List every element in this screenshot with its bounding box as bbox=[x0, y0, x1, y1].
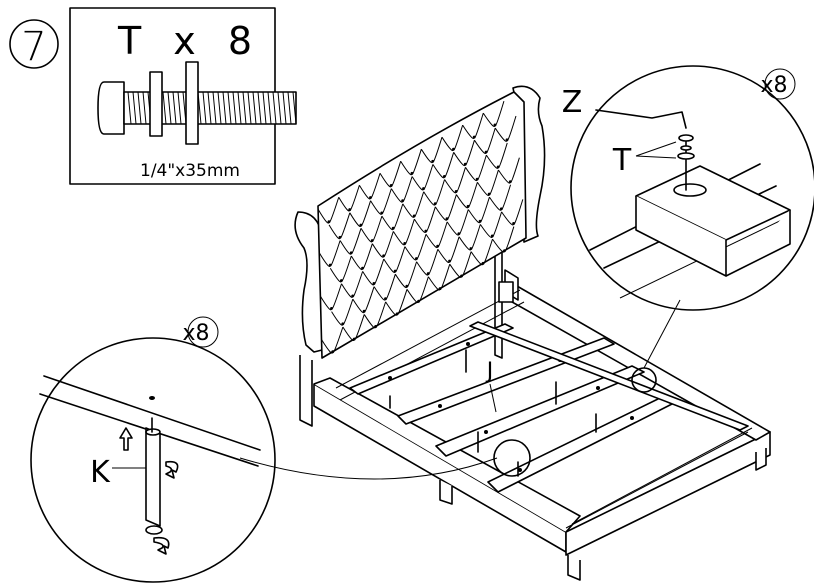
slat-2 bbox=[397, 337, 615, 425]
slat-callout: J bbox=[485, 359, 497, 413]
headboard-panel bbox=[317, 91, 527, 359]
slats bbox=[349, 321, 749, 493]
rotate-arrow-icon bbox=[153, 536, 170, 555]
allen-key-label: Z bbox=[562, 85, 583, 120]
slat-1 bbox=[349, 323, 514, 395]
rotate-arrow-icon bbox=[165, 460, 179, 479]
bolt-quantity: x8 bbox=[760, 73, 787, 98]
bed-frame bbox=[313, 269, 771, 581]
parts-dimension: 1/4"x35mm bbox=[140, 161, 240, 181]
allen-key-icon: Z bbox=[562, 85, 687, 129]
bolt-leader-line bbox=[643, 299, 681, 369]
bed-assembly: J bbox=[294, 85, 771, 581]
leg-detail: x8 K bbox=[30, 316, 276, 583]
parts-label: T x 8 bbox=[117, 19, 262, 63]
leg-quantity: x8 bbox=[182, 321, 209, 346]
step-number: 7 bbox=[21, 24, 46, 70]
leg-callout: K bbox=[90, 455, 146, 490]
leg-label: K bbox=[90, 455, 111, 490]
slat-label: J bbox=[485, 359, 494, 384]
step-badge: 7 bbox=[9, 19, 59, 70]
bolt-callout: T bbox=[612, 141, 677, 178]
bolt-icon bbox=[97, 61, 297, 145]
slat-4 bbox=[487, 397, 673, 493]
bolt-detail: x8 Z T bbox=[562, 65, 814, 311]
up-arrow-icon bbox=[119, 427, 133, 451]
leg-detail-marker bbox=[493, 439, 531, 477]
bolt-icon bbox=[677, 134, 695, 191]
bolt-label: T bbox=[612, 143, 632, 178]
slat-3 bbox=[435, 365, 645, 457]
parts-box: T x 8 1/4"x35mm bbox=[69, 7, 297, 185]
support-leg bbox=[145, 417, 163, 535]
washer-icon bbox=[680, 145, 692, 151]
